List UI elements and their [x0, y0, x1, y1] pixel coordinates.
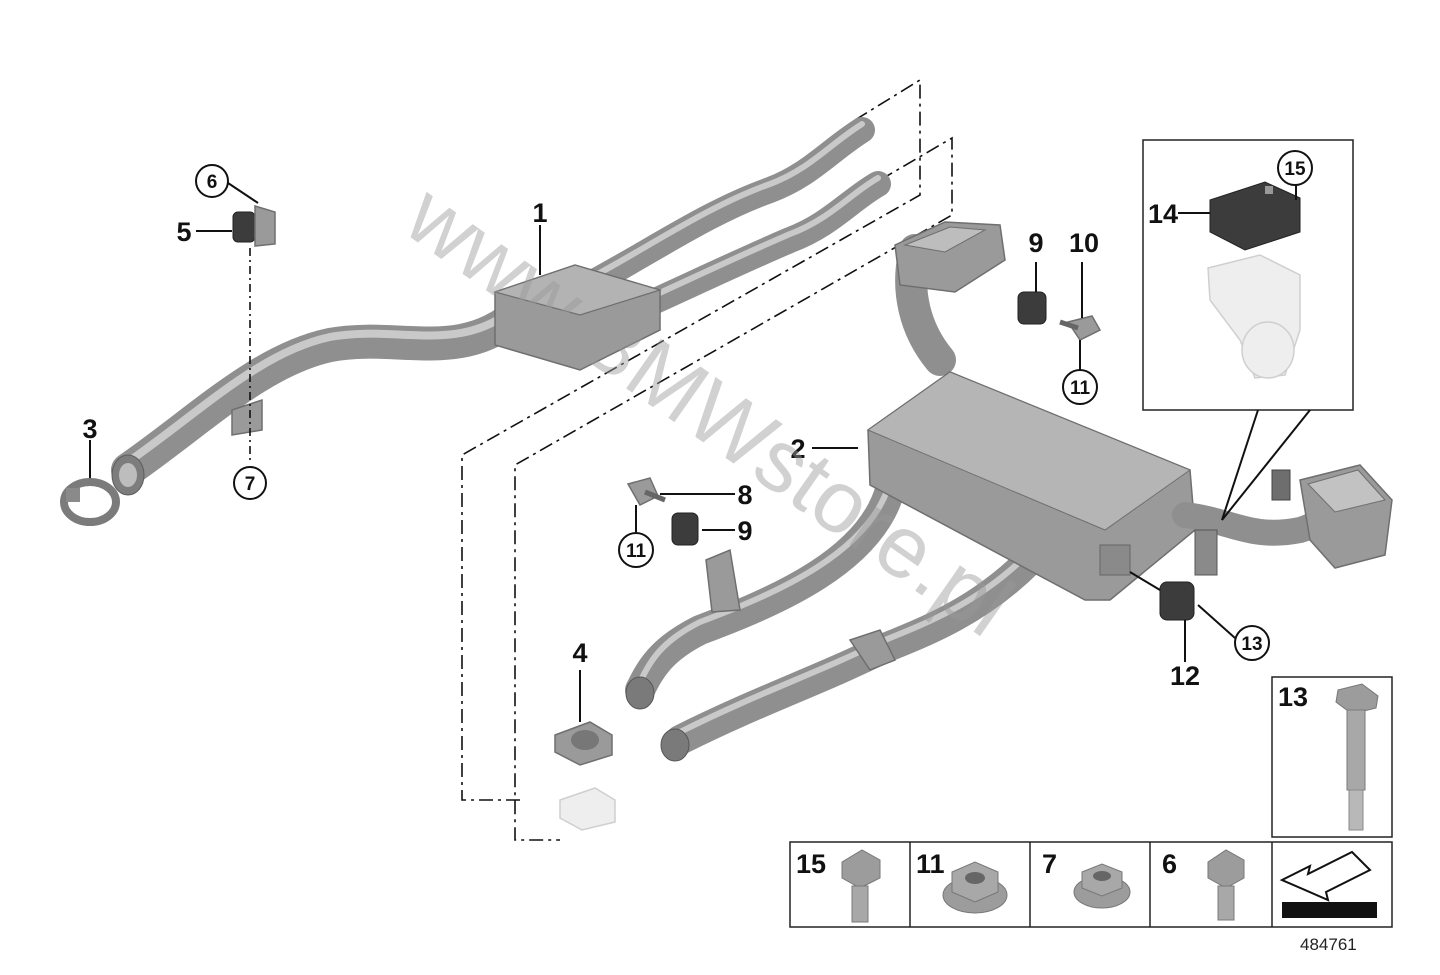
hex-bolt-icon [1207, 849, 1245, 921]
callout-9-lower: 9 [737, 516, 752, 546]
callout-2: 2 [790, 434, 805, 464]
callout-13: 13 [1241, 634, 1262, 655]
callout-7: 7 [245, 474, 256, 495]
long-hex-bolt-icon [1335, 683, 1379, 831]
leader-lines [89, 182, 1297, 722]
table-cell-15: 15 [796, 849, 881, 923]
table-label-15: 15 [796, 849, 826, 879]
callout-12: 12 [1170, 661, 1200, 691]
callout-11-lower: 11 [626, 541, 647, 562]
table-label-11: 11 [916, 849, 945, 879]
callout-11-upper: 11 [1070, 378, 1091, 399]
callout-15: 15 [1284, 159, 1306, 180]
callout-6: 6 [207, 172, 218, 193]
fastener-table: 13 15 11 7 [789, 676, 1393, 928]
callout-11-upper-circle: 11 [1062, 369, 1098, 405]
rubber-hanger-5 [232, 204, 276, 247]
hex-flange-bolt-icon [841, 849, 881, 923]
callout-3: 3 [82, 414, 97, 444]
pipe-clamp-ghost [559, 787, 616, 831]
callout-1: 1 [532, 198, 547, 228]
callout-7-circle: 7 [233, 466, 267, 500]
callout-15-circle: 15 [1277, 150, 1313, 186]
table-cell-6: 6 [1162, 849, 1245, 921]
callout-11-lower-circle: 11 [618, 532, 654, 568]
table-cell-13: 13 [1278, 682, 1379, 831]
callout-4: 4 [572, 638, 587, 668]
bracket-10 [1059, 315, 1102, 341]
rear-muffler-assembly [625, 221, 1393, 762]
diagram-number: 484761 [1300, 935, 1357, 954]
rubber-hanger-12 [1159, 581, 1195, 621]
pipe-clamp-3 [60, 478, 120, 526]
inset-frame-valve-actuator [1142, 139, 1354, 521]
front-pipe-assembly [111, 117, 891, 496]
rubber-hanger-9-upper [1017, 291, 1047, 325]
flange-nut-icon [1073, 863, 1131, 909]
table-cell-11: 11 [916, 849, 1008, 914]
table-label-13: 13 [1278, 682, 1308, 712]
callout-10: 10 [1069, 228, 1099, 258]
callout-8: 8 [737, 480, 752, 510]
table-label-7: 7 [1042, 849, 1057, 879]
flange-nut-icon [942, 861, 1008, 914]
callout-9-upper: 9 [1028, 228, 1043, 258]
callout-14: 14 [1148, 199, 1178, 229]
pipe-clamp-4 [554, 721, 613, 766]
callout-5: 5 [176, 217, 191, 247]
callout-6-circle: 6 [195, 164, 229, 198]
bracket-8 [626, 477, 666, 506]
table-cell-7: 7 [1042, 849, 1131, 909]
rubber-hanger-9-lower [671, 512, 699, 546]
callout-13-circle: 13 [1234, 625, 1270, 661]
assembly-frame-lines [461, 78, 953, 841]
direction-arrow-icon [1279, 850, 1377, 918]
table-label-6: 6 [1162, 849, 1177, 879]
